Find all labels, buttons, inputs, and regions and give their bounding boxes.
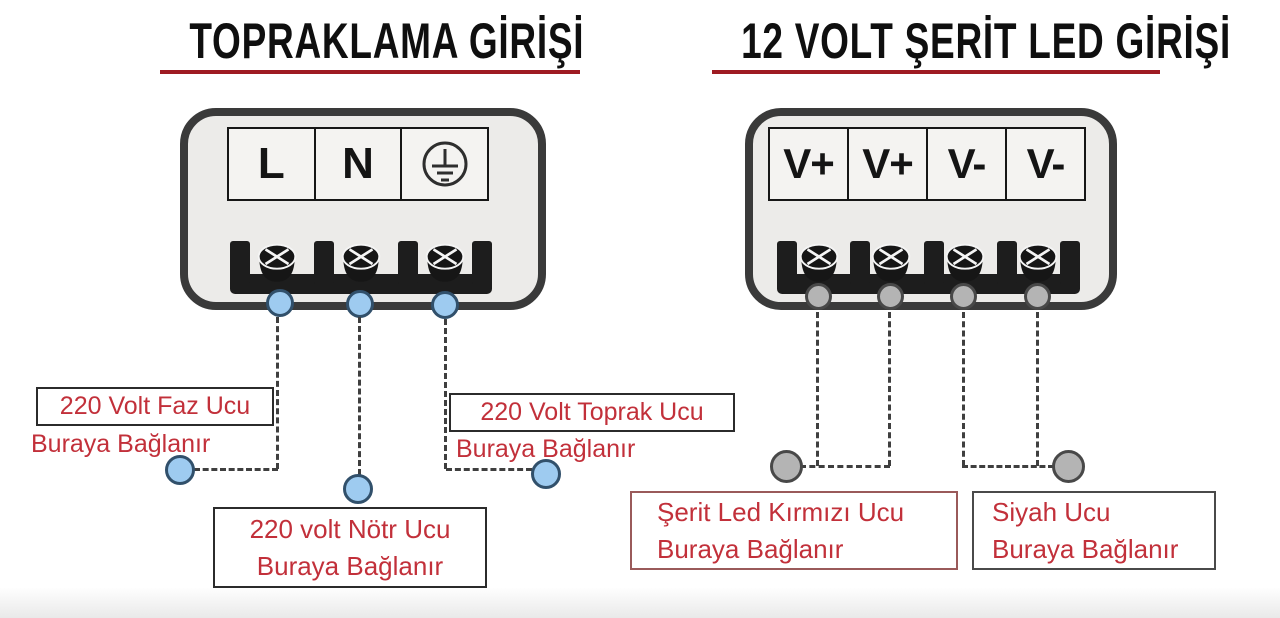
screw-block-post bbox=[230, 241, 250, 285]
vminus-wire-horizontal bbox=[962, 465, 1054, 468]
terminal-cell-vminus-2: V- bbox=[1005, 127, 1086, 201]
right-title-underline bbox=[712, 70, 1160, 74]
siyah-label-line1: Siyah Ucu bbox=[992, 496, 1111, 527]
faz-terminal-dot bbox=[266, 289, 294, 317]
mains-terminal-strip: L N bbox=[227, 127, 490, 201]
right-title-text: 12 VOLT ŞERİT LED GİRİŞİ bbox=[741, 13, 1231, 69]
toprak-terminal-dot bbox=[431, 291, 459, 319]
siyah-label-line2: Buraya Bağlanır bbox=[992, 533, 1179, 564]
faz-wire-vertical bbox=[276, 317, 279, 469]
screw-block-post bbox=[997, 241, 1017, 285]
screw-terminal-icon bbox=[425, 243, 465, 282]
screw-block-bar bbox=[230, 274, 492, 294]
vplus1-wire-vertical bbox=[816, 312, 819, 466]
terminal-cell-vplus-2: V+ bbox=[847, 127, 928, 201]
faz-wire-end-dot bbox=[165, 455, 195, 485]
notr-wire-end-dot bbox=[343, 474, 373, 504]
screw-block-post bbox=[1060, 241, 1080, 285]
kirmizi-label-line2: Buraya Bağlanır bbox=[657, 533, 844, 564]
kirmizi-label-box: Şerit Led Kırmızı Ucu Buraya Bağlanır bbox=[630, 491, 958, 570]
terminal-cell-earth bbox=[400, 127, 490, 201]
vminus1-wire-vertical bbox=[962, 312, 965, 466]
notr-wire-vertical bbox=[358, 317, 361, 475]
terminal-cell-N: N bbox=[313, 127, 403, 201]
screw-block-post bbox=[398, 241, 418, 285]
screw-block-post bbox=[777, 241, 797, 285]
vplus-wire-horizontal bbox=[800, 465, 890, 468]
terminal-cell-L: L bbox=[227, 127, 316, 201]
left-title: TOPRAKLAMA GİRİŞİ bbox=[120, 12, 620, 70]
kirmizi-wire-end-dot bbox=[770, 450, 803, 483]
vminus1-terminal-dot bbox=[950, 283, 977, 310]
screw-block-post bbox=[850, 241, 870, 285]
screw-block-post bbox=[924, 241, 944, 285]
screw-terminal-icon bbox=[871, 243, 911, 282]
vminus2-wire-vertical bbox=[1036, 312, 1039, 466]
faz-wire-horizontal bbox=[194, 468, 278, 471]
vplus2-terminal-dot bbox=[877, 283, 904, 310]
screw-terminal-icon bbox=[341, 243, 381, 282]
terminal-cell-vminus-1: V- bbox=[926, 127, 1007, 201]
faz-label-box: 220 Volt Faz Ucu bbox=[36, 387, 274, 426]
led-screw-block bbox=[777, 241, 1080, 294]
left-title-text: TOPRAKLAMA GİRİŞİ bbox=[189, 13, 585, 69]
mains-screw-block bbox=[230, 241, 492, 294]
faz-label-line2: Buraya Bağlanır bbox=[31, 430, 211, 458]
toprak-label-line2: Buraya Bağlanır bbox=[456, 435, 636, 463]
mains-terminal-housing: L N bbox=[180, 108, 546, 310]
toprak-label-box: 220 Volt Toprak Ucu bbox=[449, 393, 735, 432]
vplus1-terminal-dot bbox=[805, 283, 832, 310]
right-title: 12 VOLT ŞERİT LED GİRİŞİ bbox=[655, 12, 1230, 70]
kirmizi-label-line1: Şerit Led Kırmızı Ucu bbox=[657, 496, 905, 527]
terminal-cell-vplus-1: V+ bbox=[768, 127, 849, 201]
earth-ground-icon bbox=[422, 141, 468, 187]
toprak-wire-vertical bbox=[444, 319, 447, 469]
notr-label-line2: Buraya Bağlanır bbox=[256, 550, 444, 581]
screw-terminal-icon bbox=[1018, 243, 1058, 282]
screw-terminal-icon bbox=[945, 243, 985, 282]
screw-block-post bbox=[314, 241, 334, 285]
screw-block-post bbox=[472, 241, 492, 285]
bottom-gradient bbox=[0, 588, 1280, 618]
notr-terminal-dot bbox=[346, 290, 374, 318]
led-terminal-strip: V+ V+ V- V- bbox=[768, 127, 1086, 201]
siyah-wire-end-dot bbox=[1052, 450, 1085, 483]
vminus2-terminal-dot bbox=[1024, 283, 1051, 310]
led-terminal-housing: V+ V+ V- V- bbox=[745, 108, 1117, 310]
notr-label-box: 220 volt Nötr Ucu Buraya Bağlanır bbox=[213, 507, 487, 588]
vplus2-wire-vertical bbox=[888, 312, 891, 466]
toprak-wire-end-dot bbox=[531, 459, 561, 489]
screw-terminal-icon bbox=[799, 243, 839, 282]
screw-terminal-icon bbox=[257, 243, 297, 282]
notr-label-line1: 220 volt Nötr Ucu bbox=[249, 513, 451, 544]
siyah-label-box: Siyah Ucu Buraya Bağlanır bbox=[972, 491, 1216, 570]
toprak-wire-horizontal bbox=[446, 468, 532, 471]
left-title-underline bbox=[160, 70, 580, 74]
